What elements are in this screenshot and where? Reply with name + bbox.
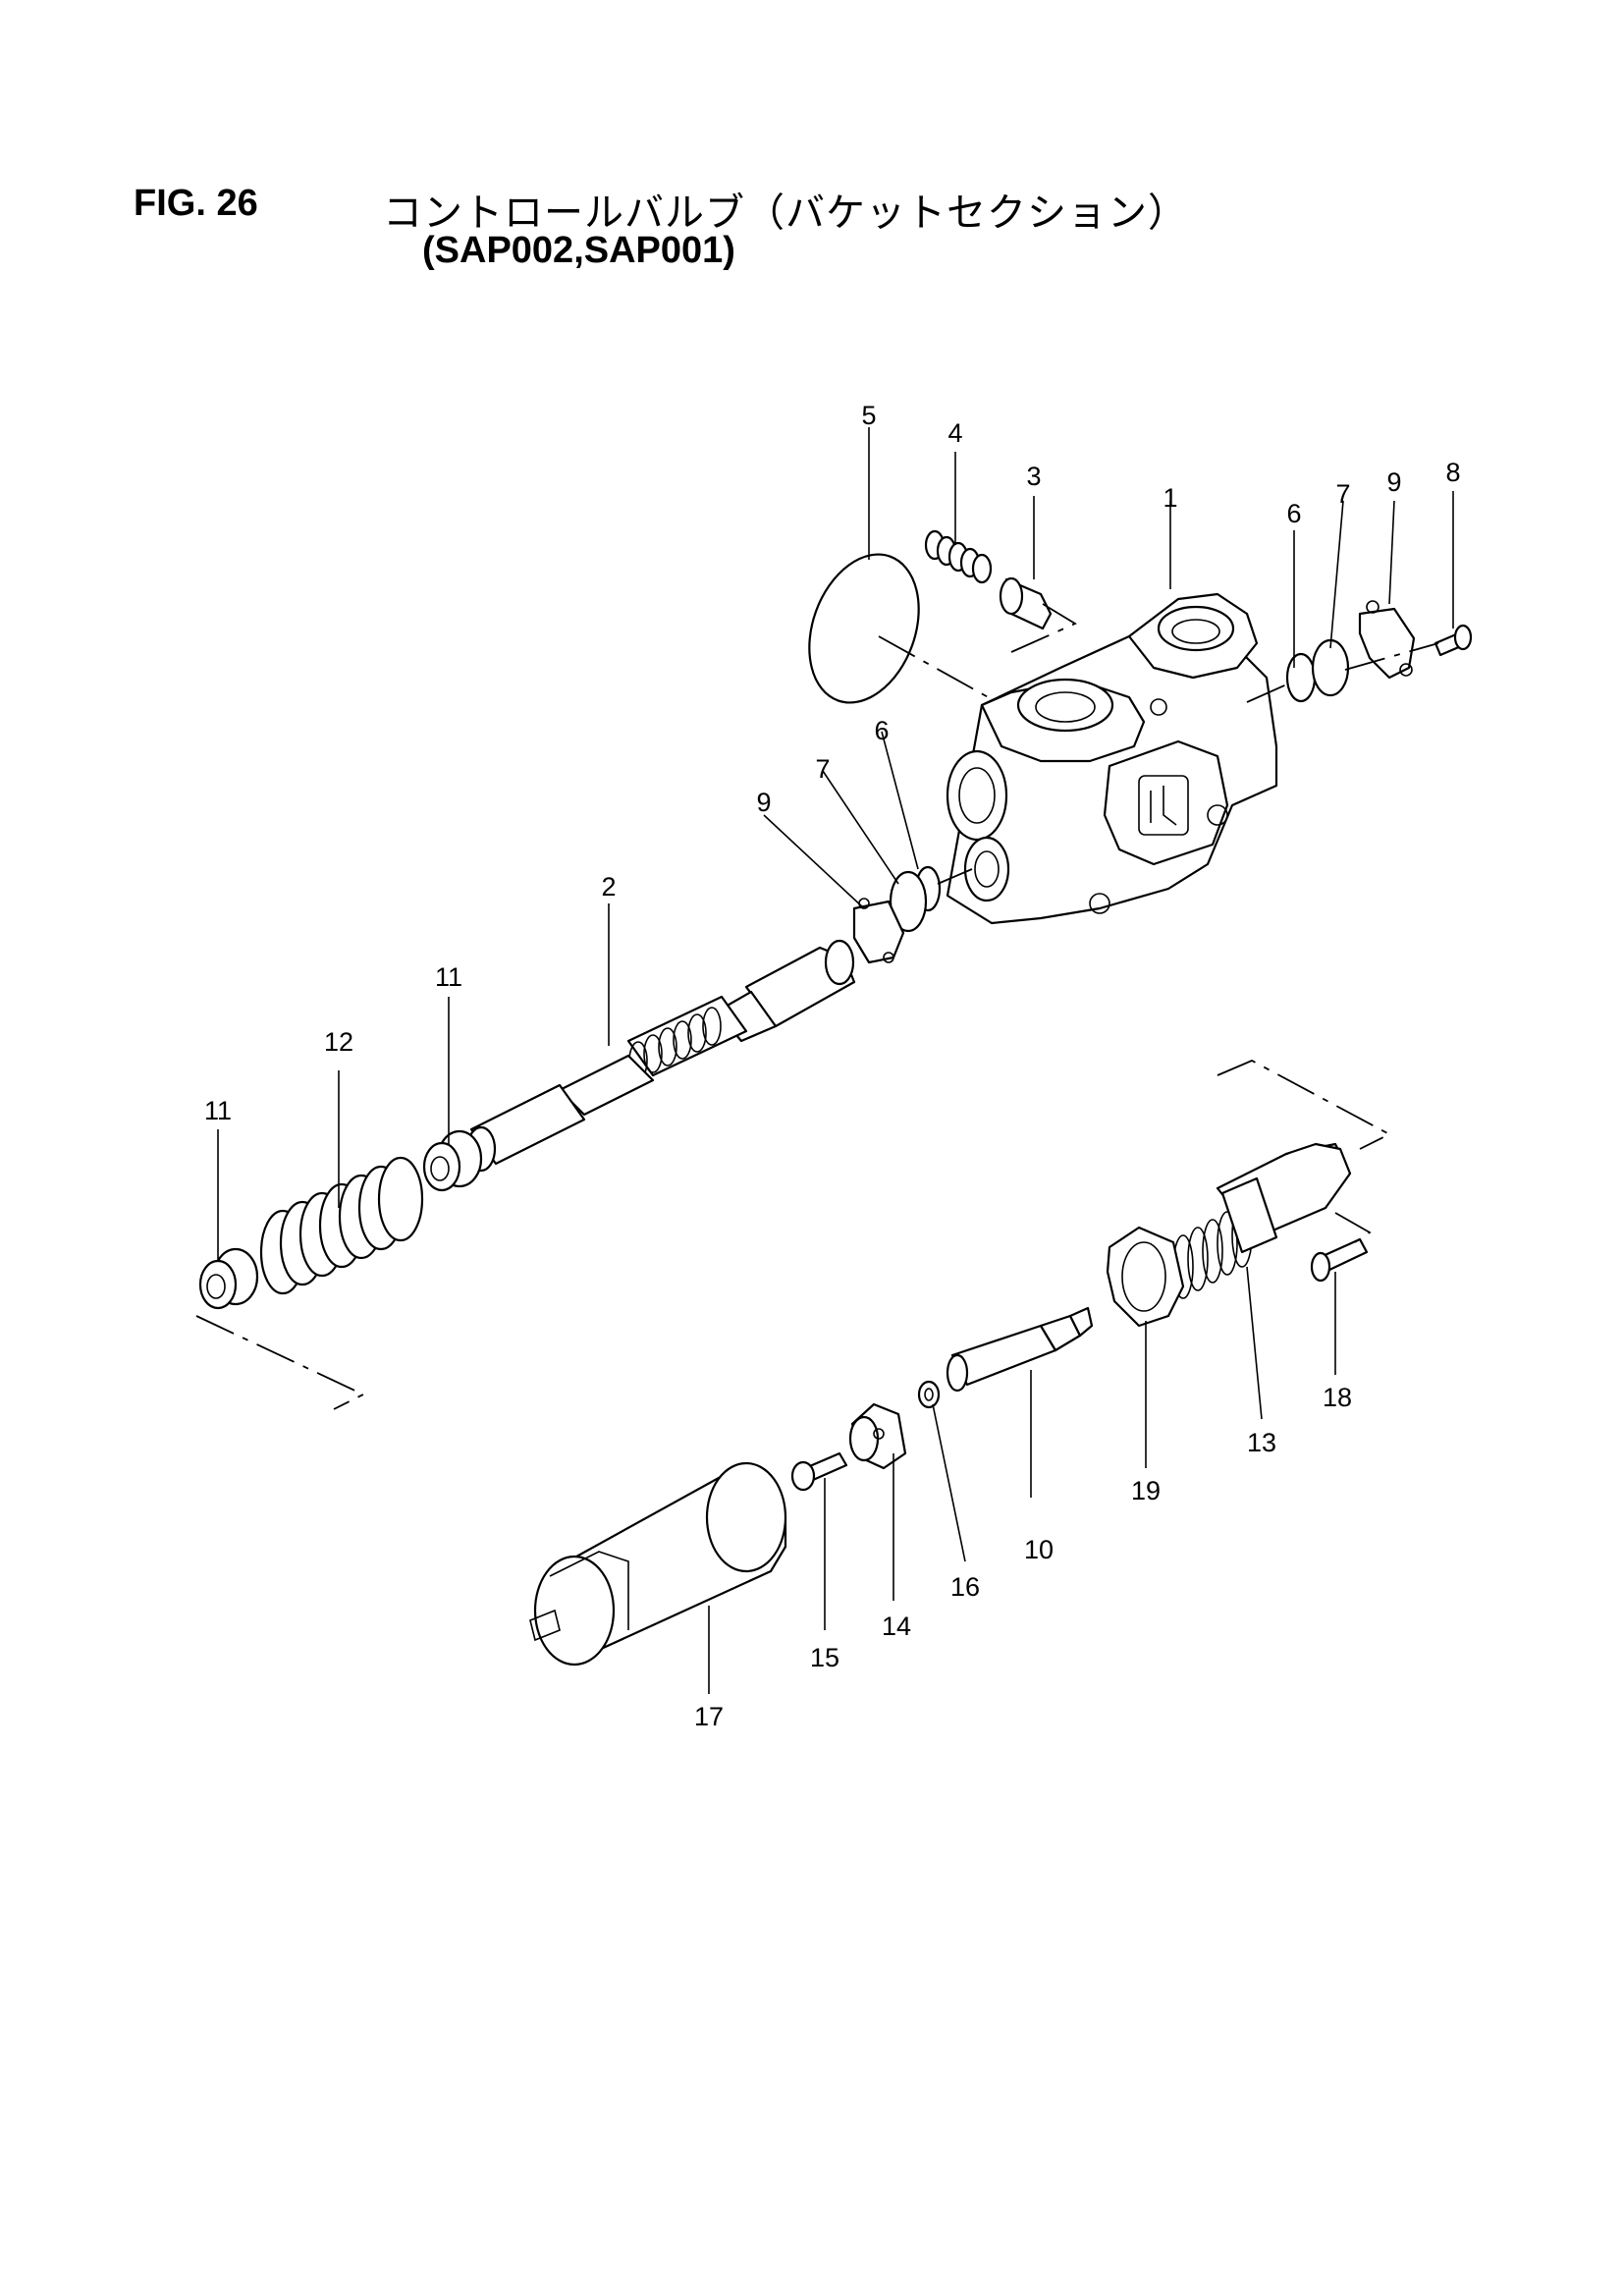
centerline-right [1246,642,1439,703]
spring-seat-upper [422,1129,483,1192]
figure-title: コントロールバルブ（バケットセクション） [383,191,1188,236]
callout-16: 16 [950,1572,980,1602]
callout-2: 2 [601,872,616,902]
nut-16 [917,1380,941,1409]
return-spring [259,1156,424,1295]
centerline-upper [878,635,993,700]
backup-ring-left [889,870,928,933]
lock-nut-19 [1106,1226,1185,1328]
spool [465,939,856,1173]
centerline-plunger [1010,603,1077,653]
callout-6-left: 6 [874,716,889,745]
callout-7-right: 7 [1335,479,1350,509]
callout-12: 12 [324,1027,353,1057]
valve-body [946,592,1278,925]
o-ring-right [1285,652,1317,703]
plate-left [852,898,905,964]
screw-right [1434,624,1473,657]
centerline-screw18 [1334,1212,1372,1243]
rod-10 [946,1306,1094,1393]
callout-5: 5 [861,401,876,430]
callout-6-right: 6 [1286,499,1301,528]
bolt-15 [790,1451,848,1492]
plunger [999,576,1053,630]
plate-right [1358,600,1416,680]
o-ring-large [808,553,920,704]
callout-14: 14 [882,1612,911,1641]
callout-17: 17 [694,1702,724,1731]
centerline-body-left [937,868,973,885]
backup-ring-right [1311,638,1350,697]
callout-11-lower: 11 [204,1096,232,1125]
figure-number: FIG. 26 [134,183,258,224]
callout-15: 15 [810,1643,839,1672]
callout-8: 8 [1445,458,1460,487]
callout-10: 10 [1024,1535,1054,1564]
callout-9-left: 9 [756,788,771,817]
callout-labels: 1 2 3 4 5 6 6 7 7 8 9 9 10 11 11 12 13 1… [204,401,1461,1731]
leader-lines [217,427,1454,1694]
figure-models: (SAP002,SAP001) [422,230,735,271]
callout-11-upper: 11 [435,962,462,992]
callout-3: 3 [1026,462,1041,491]
spring-seat-lower [198,1247,259,1310]
callout-1: 1 [1163,483,1177,513]
callout-4: 4 [947,418,962,448]
stopper-14 [848,1402,907,1470]
small-spring [924,529,993,584]
spool-grooves [628,1007,722,1080]
callout-9-right: 9 [1386,467,1401,497]
cap-13 [1172,1142,1352,1299]
screw-18 [1310,1237,1369,1283]
callout-13: 13 [1247,1428,1276,1457]
centerline-spool-left [195,1315,366,1410]
callout-7-left: 7 [815,754,830,784]
callout-19: 19 [1131,1476,1161,1505]
cover-17 [529,1461,787,1667]
centerline-cap [1217,1060,1391,1150]
callout-18: 18 [1323,1383,1352,1412]
